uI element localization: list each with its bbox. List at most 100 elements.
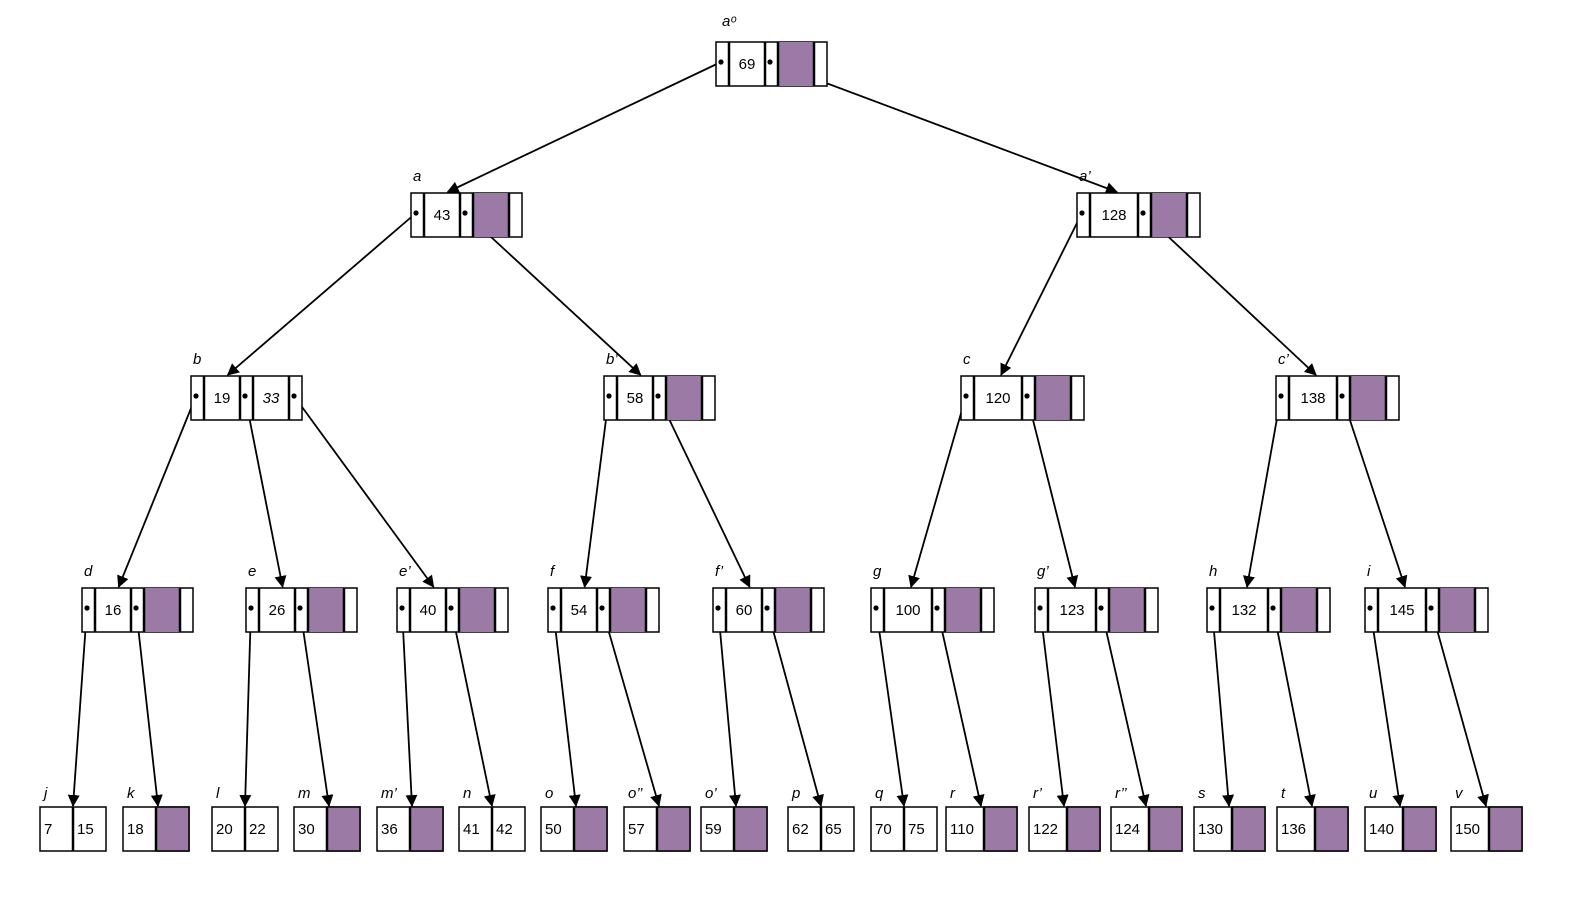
empty-key-slot bbox=[326, 806, 361, 852]
pointer-dot bbox=[715, 605, 721, 611]
leaf-node-n: 41 42 n bbox=[458, 785, 526, 852]
node-label: e’ bbox=[399, 563, 411, 580]
leaf-node-k: 18 k bbox=[122, 785, 190, 852]
edge-e-m bbox=[299, 607, 334, 807]
leaf-key: 140 bbox=[1369, 821, 1394, 838]
empty-key-slot bbox=[155, 806, 190, 852]
leaf-node-m: 30m bbox=[293, 785, 361, 852]
pointer-dot bbox=[873, 605, 879, 611]
leaf-key: 124 bbox=[1115, 821, 1140, 838]
edge-a-bp bbox=[464, 212, 642, 376]
node-label: a’ bbox=[1079, 168, 1091, 185]
pointer-dot bbox=[84, 605, 90, 611]
leaf-key: 7 bbox=[44, 821, 52, 838]
internal-node-e: 26e bbox=[245, 563, 358, 633]
leaf-node-p: 62 65 p bbox=[787, 785, 855, 852]
leaf-node-u: 140 u bbox=[1364, 785, 1437, 852]
node-key: 26 bbox=[269, 602, 286, 619]
node-key: 33 bbox=[263, 390, 280, 407]
leaf-node-mp: 36m’ bbox=[376, 785, 444, 852]
edge-g-q bbox=[875, 607, 909, 807]
internal-node-ao: 69 aᵒ bbox=[715, 13, 828, 87]
node-label: b bbox=[193, 351, 201, 368]
pointer-dot bbox=[1098, 605, 1104, 611]
edge-e-l bbox=[239, 607, 252, 807]
internal-node-fp: 60f’ bbox=[712, 563, 825, 633]
leaf-label: l bbox=[216, 785, 220, 802]
empty-key-slot bbox=[778, 42, 814, 86]
leaf-label: u bbox=[1369, 785, 1378, 802]
empty-key-slot bbox=[1402, 806, 1437, 852]
pointer-dot bbox=[448, 605, 454, 611]
node-label: h bbox=[1209, 563, 1217, 580]
node-key: 123 bbox=[1059, 602, 1084, 619]
leaf-label: s bbox=[1198, 785, 1206, 802]
leaf-label: p bbox=[791, 785, 800, 802]
node-key: 16 bbox=[105, 602, 122, 619]
leaf-key: 42 bbox=[496, 821, 513, 838]
internal-node-ep: 40 e’ bbox=[396, 563, 509, 633]
pointer-dot bbox=[1367, 605, 1373, 611]
leaf-key: 122 bbox=[1033, 821, 1058, 838]
leaf-key: 41 bbox=[463, 821, 480, 838]
leaf-key: 30 bbox=[298, 821, 315, 838]
node-key: 40 bbox=[420, 602, 437, 619]
empty-key-slot bbox=[1109, 588, 1145, 632]
pointer-dot bbox=[1079, 210, 1085, 216]
edge-i-u bbox=[1369, 607, 1405, 807]
leaf-key: 75 bbox=[908, 821, 925, 838]
node-label: b’ bbox=[606, 351, 618, 368]
leaf-label: o bbox=[545, 785, 553, 802]
empty-key-slot bbox=[983, 806, 1018, 852]
pointer-dot bbox=[963, 393, 969, 399]
leaf-key: 18 bbox=[127, 821, 144, 838]
leaf-node-opp: 57o’’ bbox=[623, 785, 691, 852]
node-label: a bbox=[413, 168, 421, 185]
internal-node-f: 54f bbox=[547, 563, 660, 633]
node-label: f bbox=[550, 563, 556, 580]
leaf-label: o’’ bbox=[628, 785, 643, 802]
leaf-label: t bbox=[1281, 785, 1286, 802]
pointer-dot bbox=[399, 605, 405, 611]
internal-node-bp: 58b’ bbox=[603, 351, 716, 421]
node-key: 120 bbox=[985, 390, 1010, 407]
leaf-label: v bbox=[1455, 785, 1464, 802]
pointer-dot bbox=[291, 393, 297, 399]
leaf-label: n bbox=[463, 785, 471, 802]
leaf-key: 65 bbox=[825, 821, 842, 838]
node-key: 69 bbox=[739, 56, 756, 73]
leaf-label: r bbox=[950, 785, 956, 802]
empty-key-slot bbox=[409, 806, 444, 852]
leaf-label: q bbox=[875, 785, 884, 802]
edge-f-o bbox=[552, 607, 581, 807]
node-label: c bbox=[963, 351, 971, 368]
node-label: d bbox=[84, 563, 93, 580]
empty-key-slot bbox=[1151, 193, 1187, 237]
pointer-dot bbox=[1428, 605, 1434, 611]
edge-g-r bbox=[936, 607, 985, 807]
pointer-dot bbox=[606, 393, 612, 399]
edge-fp-p bbox=[766, 607, 824, 807]
edge-h-s bbox=[1211, 607, 1235, 807]
empty-key-slot bbox=[733, 806, 768, 852]
pointer-dot bbox=[297, 605, 303, 611]
pointer-dot bbox=[1270, 605, 1276, 611]
pointer-dot bbox=[599, 605, 605, 611]
leaf-key: 62 bbox=[792, 821, 809, 838]
pointer-dot bbox=[242, 393, 248, 399]
node-label: aᵒ bbox=[722, 13, 736, 30]
node-label: i bbox=[1367, 563, 1371, 580]
pointer-dot bbox=[193, 393, 199, 399]
empty-key-slot bbox=[1314, 806, 1349, 852]
edge-ap-cp bbox=[1142, 212, 1317, 376]
leaf-label: k bbox=[127, 785, 136, 802]
leaf-key: 50 bbox=[545, 821, 562, 838]
node-label: c’ bbox=[1278, 351, 1290, 368]
